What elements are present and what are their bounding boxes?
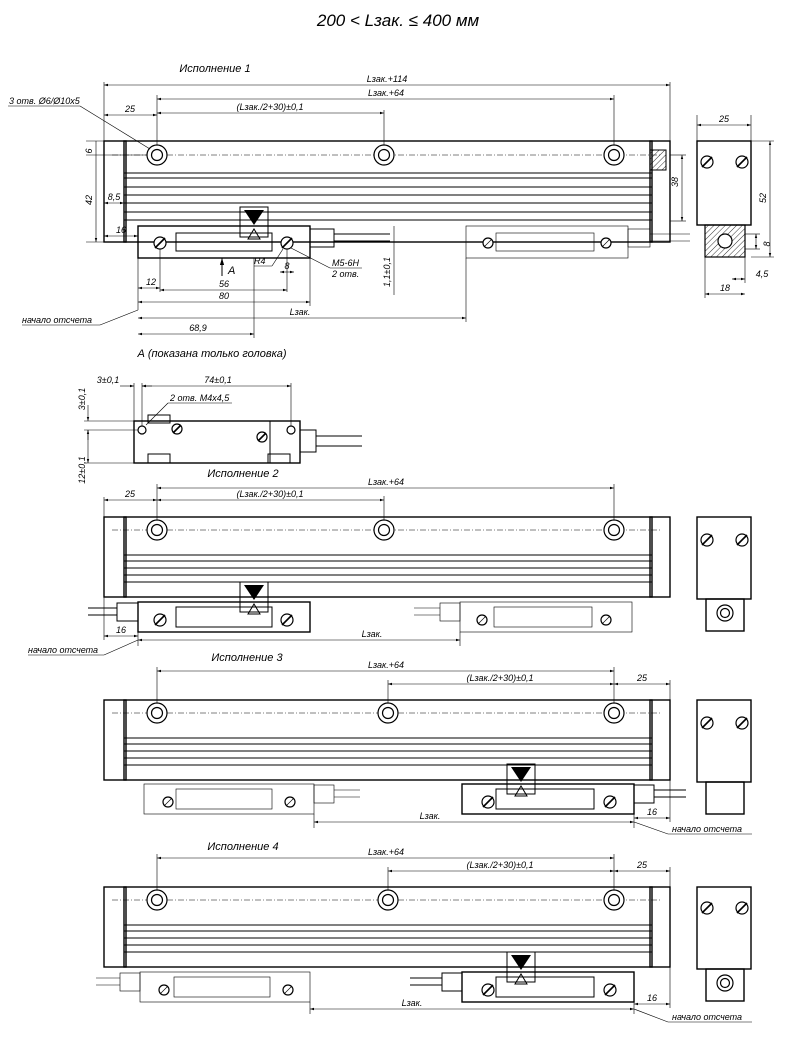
dim-lzak: Lзак. [290,307,311,317]
page-title: 200 < Lзак. ≤ 400 мм [316,11,480,30]
origin-label: начало отсчета [672,1012,742,1022]
warning-triangle-icon [247,228,261,240]
cable-connector [633,784,655,804]
end-screw-section [649,149,667,171]
leader-line [79,105,151,150]
cable-connector [309,228,335,248]
head-window [239,206,269,238]
origin-triangle-icon [244,585,264,600]
scale-body [123,516,653,598]
dim-8-side: 8 [762,241,772,246]
side-profile [696,516,752,600]
dim-length-64: Lзак.+64 [368,660,404,670]
dim-half-length: (Lзак./2+30)±0,1 [236,489,303,499]
dim-3: 3±0,1 [97,375,119,385]
dim-25-side: 25 [718,114,730,124]
end-cap-right [649,140,671,243]
dim-25: 25 [636,860,648,870]
dim-74: 74±0,1 [204,375,231,385]
variant-2-title: Исполнение 2 [207,468,278,480]
dim-half-length: (Lзак./2+30)±0,1 [236,102,303,112]
dim-25: 25 [124,104,136,114]
dim-25: 25 [124,489,136,499]
dim-half-length: (Lзак./2+30)±0,1 [466,673,533,683]
dim-lzak: Lзак. [362,629,383,639]
thread-count-note: 2 отв. [331,269,359,279]
dim-68-9: 68,9 [189,323,207,333]
dim-length-64: Lзак.+64 [368,477,404,487]
dim-4-5: 4,5 [756,269,770,279]
head-top-view [133,420,301,464]
view-marker: A [227,265,235,277]
origin-label: начало отсчета [672,824,742,834]
dim-length-64: Lзак.+64 [368,88,404,98]
variant-4: Исполнение 4 Lза [96,841,752,1023]
dim-16: 16 [647,807,657,817]
end-cap-left [103,516,127,598]
warning-triangle-icon [247,603,261,615]
dim-18: 18 [720,283,730,293]
dim-lzak: Lзак. [402,998,423,1008]
origin-triangle-icon [244,210,264,225]
dim-8-5: 8,5 [108,192,122,202]
variant-4-title: Исполнение 4 [207,841,278,853]
view-a-title: А (показана только головка) [136,348,286,360]
side-view-3 [696,699,752,815]
origin-label: начало отсчета [22,315,92,325]
dim-6: 6 [84,148,94,153]
scale-body [123,140,653,243]
end-cap-right [649,516,671,598]
dim-16: 16 [116,225,126,235]
dim-42: 42 [84,195,94,205]
variant-3-title: Исполнение 3 [211,652,283,664]
dim-12-vertical: 12±0,1 [77,456,87,483]
dim-length-64: Lзак.+64 [368,847,404,857]
thread-note: M5-6H [332,258,360,268]
dim-lzak: Lзак. [420,811,441,821]
dim-length-114: Lзак.+114 [367,74,407,84]
origin-triangle-icon [511,955,531,970]
dim-52: 52 [758,193,768,203]
warning-triangle-icon [514,973,528,985]
dim-3-vertical: 3±0,1 [77,388,87,410]
dim-38: 38 [670,177,680,187]
variant-1-title: Исполнение 1 [179,63,250,75]
variant-1: Исполнение 1 [8,63,690,338]
cable-connector [441,972,463,992]
holes-m4-note: 2 отв. M4х4,5 [169,393,230,403]
dim-16: 16 [116,625,126,635]
dim-56: 56 [219,279,229,289]
variant-2: Исполнение 2 Lза [28,468,671,656]
cable-connector [116,602,139,622]
side-view-2 [696,516,752,632]
dim-12: 12 [146,277,156,287]
origin-triangle-icon [511,767,531,782]
dim-16: 16 [647,993,657,1003]
dim-25: 25 [636,673,648,683]
dim-gap: 1,1±0,1 [382,257,392,287]
view-a-connector [299,429,317,453]
side-view-4 [696,886,752,1002]
origin-label: начало отсчета [28,645,98,655]
dim-8: 8 [284,261,289,271]
radius-note: R4 [254,256,266,266]
side-view-1: 25 52 8 4,5 18 [696,114,774,298]
dim-half-length: (Lзак./2+30)±0,1 [466,860,533,870]
side-profile [696,140,752,226]
warning-triangle-icon [514,785,528,797]
variant-3: Исполнение 3 Lза [103,652,752,835]
view-a: А (показана только головка) 3±0,1 74±0,1… [77,348,362,484]
holes-note: 3 отв. Ø6/Ø10х5 [9,96,81,106]
dim-80: 80 [219,291,229,301]
